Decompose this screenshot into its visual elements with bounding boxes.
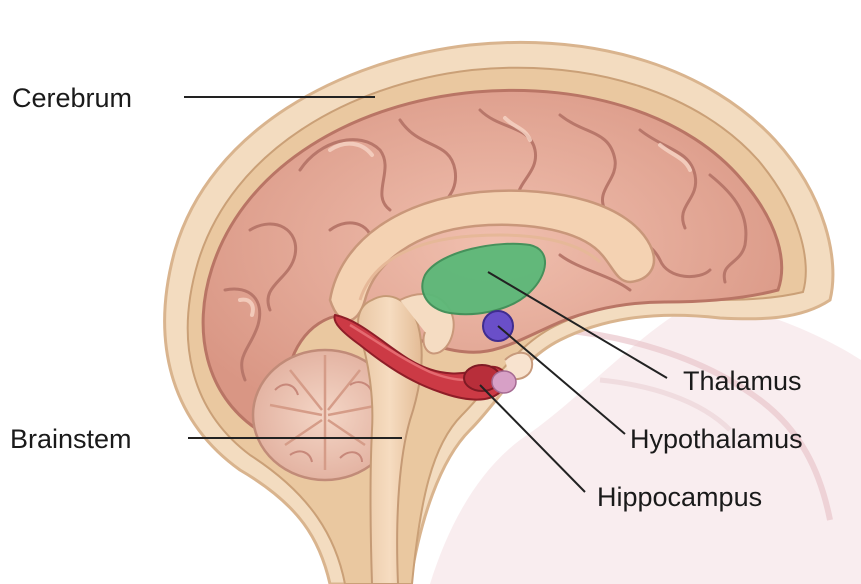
hypothalamus-label: Hypothalamus bbox=[630, 424, 803, 454]
hippocampus-label: Hippocampus bbox=[597, 482, 762, 512]
brainstem-label: Brainstem bbox=[10, 424, 132, 454]
thalamus-label: Thalamus bbox=[683, 366, 802, 396]
cerebrum-label: Cerebrum bbox=[12, 83, 132, 113]
